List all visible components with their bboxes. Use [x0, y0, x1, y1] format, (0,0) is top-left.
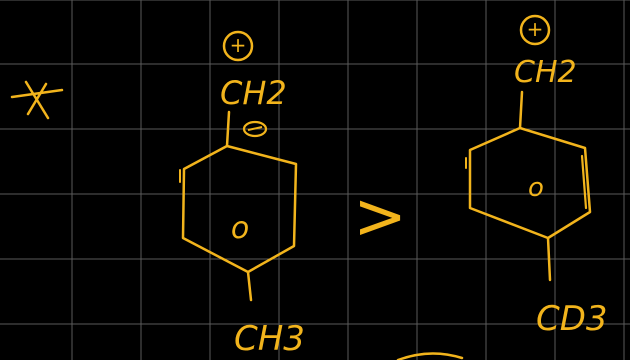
- left-molecule: + CH2 o CH3: [179, 30, 305, 359]
- right-ring-center: o: [528, 173, 544, 203]
- partial-stroke-bottom: [396, 352, 464, 360]
- left-bottom-group: CH3: [234, 319, 305, 359]
- greater-than-symbol: >: [353, 180, 407, 254]
- ring-double-bond-inner: [580, 154, 588, 210]
- positive-charge-circle-right: [519, 14, 551, 46]
- right-bottom-group: CD3: [536, 299, 608, 339]
- positive-charge-circle: [222, 30, 254, 62]
- right-charge: +: [527, 17, 544, 41]
- negative-charge-circle: [242, 120, 268, 138]
- left-charge: +: [230, 33, 247, 57]
- bond-top-right: [518, 90, 524, 130]
- negative-charge-minus: [247, 126, 263, 131]
- bullet-asterisk-icon: [10, 80, 64, 120]
- left-ring-center: o: [231, 211, 249, 246]
- right-top-group: CH2: [514, 55, 577, 90]
- right-molecule: + CH2 o CD3: [465, 14, 608, 339]
- left-top-group: CH2: [220, 74, 287, 112]
- bond-bottom: [246, 270, 253, 302]
- bond-bottom-right: [546, 236, 552, 282]
- bond-top: [225, 110, 231, 148]
